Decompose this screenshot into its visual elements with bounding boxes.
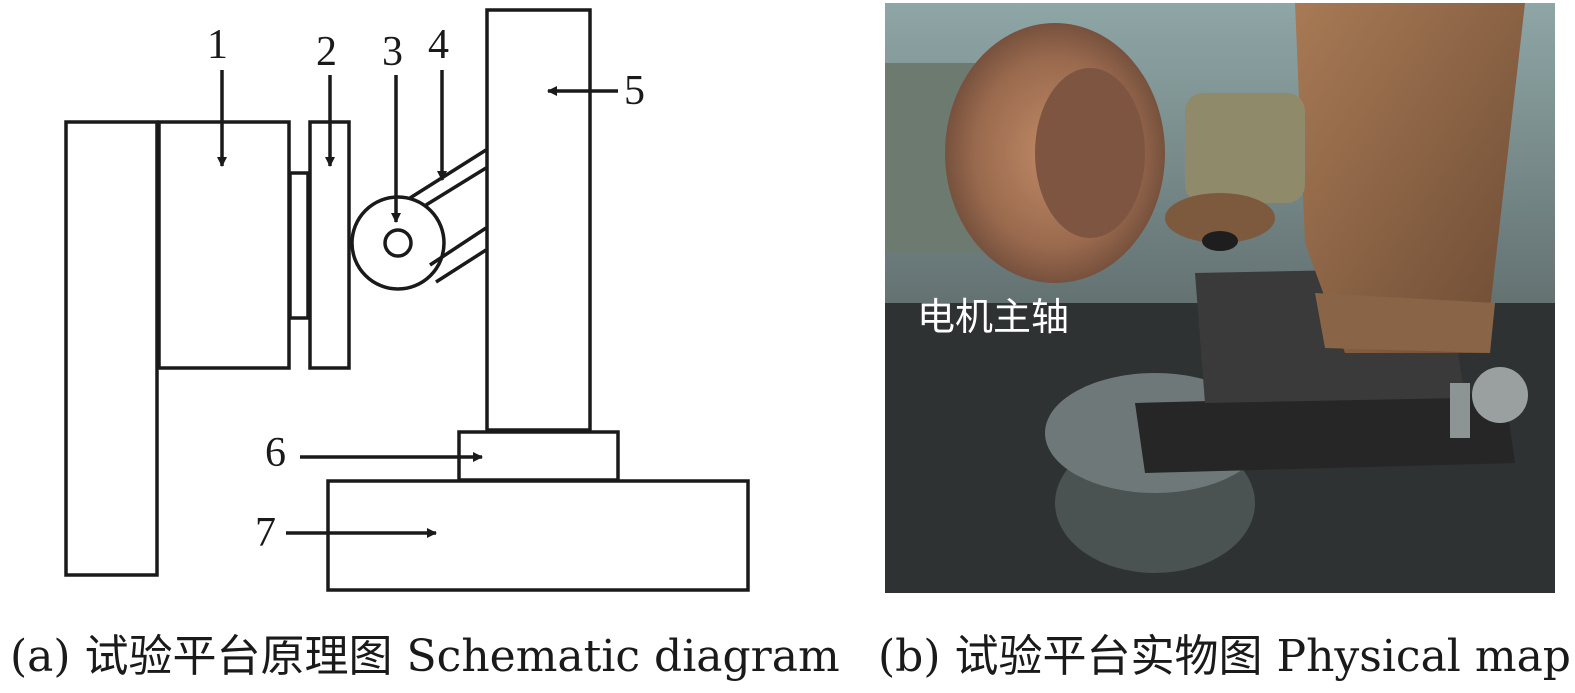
- caption-schematic: (a) 试验平台原理图 Schematic diagram: [10, 631, 840, 682]
- schematic-diagram: 1 2 3 4 5 6 7: [64, 8, 750, 592]
- coupling: [288, 171, 310, 320]
- physical-photo: 电机主轴: [885, 3, 1555, 593]
- arm-upper: [409, 148, 487, 200]
- arm-upper-inner: [425, 166, 487, 207]
- roller-wheel: [1165, 193, 1275, 243]
- wheel-hub: [383, 228, 413, 258]
- arm-lower-inner: [435, 248, 487, 284]
- motor-block: [157, 120, 291, 370]
- label-4: 4: [428, 22, 449, 68]
- wheel: [350, 195, 446, 291]
- handle-knob: [1472, 367, 1528, 423]
- label-1: 1: [207, 22, 228, 68]
- label-6: 6: [265, 430, 286, 476]
- vertical-column: [485, 8, 592, 432]
- label-5: 5: [624, 68, 645, 114]
- worktable: [326, 479, 750, 592]
- label-3: 3: [382, 29, 403, 75]
- label-7: 7: [255, 510, 276, 556]
- roller-hub: [1202, 231, 1238, 251]
- left-frame: [64, 120, 159, 577]
- angle-plate: [1295, 3, 1525, 353]
- angle-plate-base: [1315, 293, 1495, 353]
- photo-worktable: [1135, 393, 1515, 473]
- label-2: 2: [316, 29, 337, 75]
- arm-lower: [429, 226, 487, 267]
- base-block: [457, 430, 620, 482]
- handle-shaft: [1450, 383, 1470, 438]
- spindle-bore: [1035, 68, 1145, 238]
- caption-photo: (b) 试验平台实物图 Physical map: [878, 631, 1571, 682]
- spindle-label: 电机主轴: [917, 295, 1069, 339]
- roller-fixture: [1185, 93, 1305, 203]
